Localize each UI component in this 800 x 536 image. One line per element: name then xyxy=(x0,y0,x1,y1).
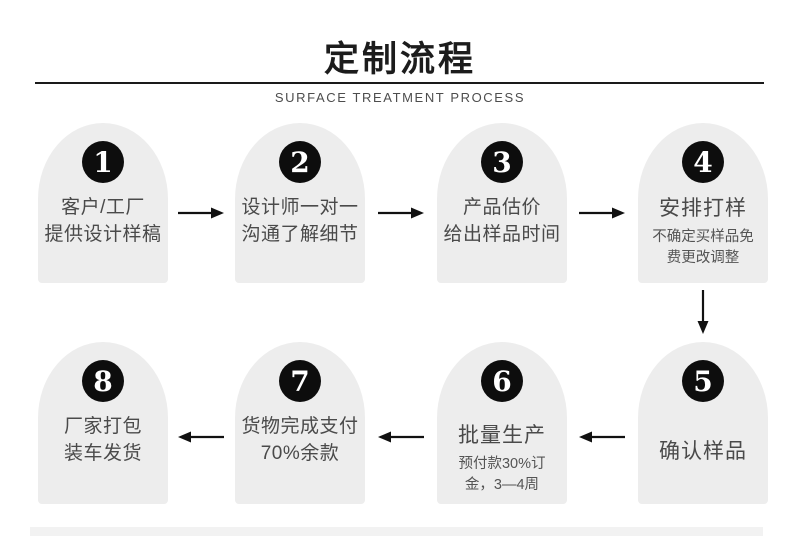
arrow-left-icon xyxy=(378,430,424,444)
arrow-left-icon xyxy=(579,430,625,444)
step-card-1: 1 客户/工厂 提供设计样稿 xyxy=(38,123,168,283)
arrow-left-icon xyxy=(178,430,224,444)
step-2-line-1: 设计师一对一 xyxy=(241,197,359,218)
step-5-main: 确认样品 xyxy=(659,440,747,463)
step-2-number-badge: 2 xyxy=(279,141,321,183)
step-card-3: 3 产品估价 给出样品时间 xyxy=(437,123,567,283)
step-1-line-2: 提供设计样稿 xyxy=(44,223,162,245)
step-card-6: 6 批量生产 预付款30%订 金，3—4周 xyxy=(437,342,567,504)
arrow-right-icon xyxy=(378,206,424,220)
step-1-number-badge: 1 xyxy=(82,141,124,183)
page-subtitle: SURFACE TREATMENT PROCESS xyxy=(274,90,526,105)
step-7-line-1: 货物完成支付 xyxy=(241,416,359,437)
step-3-line-2: 给出样品时间 xyxy=(443,223,561,245)
step-8-number: 8 xyxy=(93,364,113,398)
step-2-number: 2 xyxy=(290,145,310,179)
step-card-2: 2 设计师一对一 沟通了解细节 xyxy=(235,123,365,283)
page-title: 定制流程 xyxy=(323,40,476,79)
step-4-main: 安排打样 xyxy=(659,197,747,220)
step-3-text: 产品估价 给出样品时间 xyxy=(433,195,571,249)
step-8-line-1: 厂家打包 xyxy=(63,416,142,437)
title-divider-line xyxy=(35,82,764,84)
step-5-number: 5 xyxy=(693,364,713,398)
step-8-number-badge: 8 xyxy=(82,360,124,402)
step-7-line-2: 70%余款 xyxy=(260,442,340,464)
step-6-text: 批量生产 预付款30%订 金，3—4周 xyxy=(433,422,571,495)
step-4-number-badge: 4 xyxy=(682,141,724,183)
step-1-line-1: 客户/工厂 xyxy=(61,197,145,218)
step-card-7: 7 货物完成支付 70%余款 xyxy=(235,342,365,504)
step-4-text: 安排打样 不确定买样品免 费更改调整 xyxy=(634,195,772,268)
arrow-down-icon xyxy=(695,290,711,334)
step-1-text: 客户/工厂 提供设计样稿 xyxy=(34,195,172,249)
step-2-line-2: 沟通了解细节 xyxy=(241,223,359,245)
step-card-5: 5 确认样品 xyxy=(638,342,768,504)
step-card-4: 4 安排打样 不确定买样品免 费更改调整 xyxy=(638,123,768,283)
step-5-text: 确认样品 xyxy=(634,438,772,465)
step-3-number-badge: 3 xyxy=(481,141,523,183)
step-6-number: 6 xyxy=(492,364,512,398)
step-2-text: 设计师一对一 沟通了解细节 xyxy=(231,195,369,249)
step-7-number-badge: 7 xyxy=(279,360,321,402)
step-8-line-2: 装车发货 xyxy=(63,442,142,464)
step-5-number-badge: 5 xyxy=(682,360,724,402)
step-card-8: 8 厂家打包 装车发货 xyxy=(38,342,168,504)
step-1-number: 1 xyxy=(93,145,113,179)
step-6-number-badge: 6 xyxy=(481,360,523,402)
step-8-text: 厂家打包 装车发货 xyxy=(34,414,172,468)
step-6-sub-2: 金，3—4周 xyxy=(464,476,540,493)
bottom-section-edge xyxy=(30,527,763,536)
step-7-text: 货物完成支付 70%余款 xyxy=(231,414,369,468)
step-4-sub-2: 费更改调整 xyxy=(666,249,740,266)
arrow-right-icon xyxy=(579,206,625,220)
step-6-sub-1: 预付款30%订 xyxy=(458,456,546,473)
step-3-number: 3 xyxy=(492,145,512,179)
step-6-main: 批量生产 xyxy=(458,424,546,447)
step-4-number: 4 xyxy=(693,145,713,179)
step-3-line-1: 产品估价 xyxy=(462,197,541,218)
step-4-sub-1: 不确定买样品免 xyxy=(652,229,754,246)
arrow-right-icon xyxy=(178,206,224,220)
step-7-number: 7 xyxy=(290,364,310,398)
